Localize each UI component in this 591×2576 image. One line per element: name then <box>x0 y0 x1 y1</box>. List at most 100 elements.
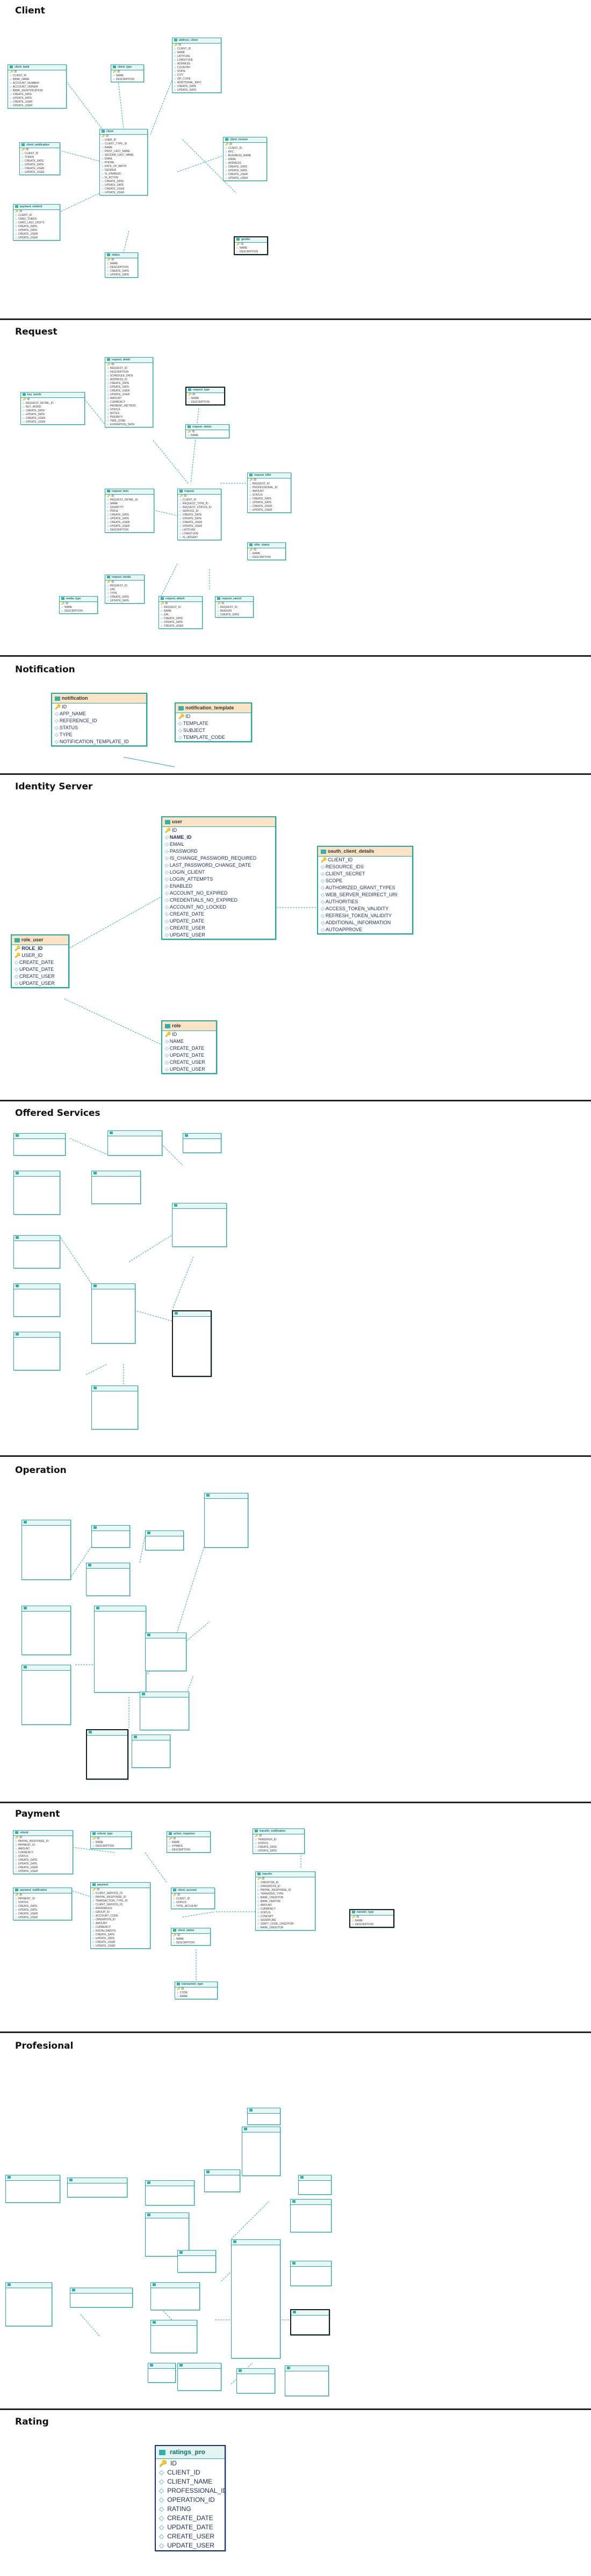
column-icon: ◇ <box>92 1941 95 1944</box>
diagram-table <box>145 2212 189 2256</box>
payment-notification-table: payment_notification 🔑ID ◇PAYMENT_ID ◇ST… <box>13 1888 72 1920</box>
column-icon: ◇ <box>321 920 325 925</box>
table-header: address_client <box>172 38 221 43</box>
diagram-table <box>242 2127 280 2176</box>
diagram-table <box>107 1130 162 1156</box>
column-icon: ◇ <box>257 1926 260 1929</box>
table-field: 🔑ID <box>159 2459 177 2467</box>
table-field: ◇CREATE_USER <box>21 167 45 170</box>
table-field: ◇INSTALLMENTS <box>92 1929 116 1933</box>
table-field: ◇LOGIN_CLIENT <box>165 869 205 875</box>
table-field: ◇REASON <box>217 609 232 613</box>
column-icon: ◇ <box>23 405 25 409</box>
key-icon: 🔑 <box>165 828 171 833</box>
table-field: ◇LOGIN_ATTEMPTS <box>165 876 213 882</box>
table-field: ◇IS_CHANGE_PASSWORD_REQUIRED <box>165 855 257 861</box>
column-icon: ◇ <box>107 498 109 502</box>
table-header: oauth_client_details <box>318 847 412 857</box>
table-icon <box>174 39 177 42</box>
table-icon <box>206 1494 210 1497</box>
column-icon: ◇ <box>102 150 104 153</box>
diagram-table <box>21 1520 71 1580</box>
table-field: 🔑ID <box>236 243 244 246</box>
column-icon: ◇ <box>169 1841 171 1844</box>
column-icon: ◇ <box>113 78 115 81</box>
column-icon: ◇ <box>92 1899 95 1903</box>
key-icon: 🔑 <box>177 1987 181 1991</box>
column-icon: ◇ <box>21 156 24 159</box>
table-header: request_attach <box>159 597 202 602</box>
table-icon <box>179 490 183 493</box>
table-field: ◇UPDATE_DATE <box>15 1909 38 1912</box>
section-divider <box>0 1802 591 1803</box>
key-icon: 🔑 <box>113 70 117 74</box>
column-icon: ◇ <box>255 1849 257 1853</box>
table-field: ◇REQUEST_ID <box>107 584 127 587</box>
table-field: 🔑ID <box>15 1893 23 1897</box>
diagram-table <box>13 1283 60 1317</box>
diagram-table <box>91 1283 135 1344</box>
table-field: ◇CREATE_DATE <box>225 165 248 169</box>
table-field: ◇CONCEPT <box>257 1915 274 1918</box>
diagram-table <box>13 1133 66 1156</box>
table-icon <box>173 1929 176 1932</box>
table-field: ◇DESCRIPTION <box>61 609 83 613</box>
column-icon: ◇ <box>249 552 251 555</box>
table-icon <box>107 358 110 361</box>
table-field: ◇UPDATE_USER <box>165 932 205 938</box>
column-icon: ◇ <box>10 100 12 104</box>
column-icon: ◇ <box>15 1916 17 1919</box>
table-field: ◇PROFESSIONAL_ID <box>159 2487 225 2494</box>
table-field: ◇UPDATE_USER <box>15 1916 38 1919</box>
table-field: ◇EMAIL <box>165 841 184 847</box>
table-field: ◇CREATE_USER <box>92 1941 116 1944</box>
column-icon: ◇ <box>23 413 25 416</box>
column-icon: ◇ <box>179 528 182 532</box>
client-account-table: client_account 🔑ID ◇CLIENT_ID ◇STATUS ◇T… <box>171 1888 215 1909</box>
table-icon <box>178 706 184 710</box>
column-icon: ◇ <box>174 89 176 92</box>
diagram-table <box>91 1385 138 1430</box>
table-field: ◇AUTHORIZED_GRANT_TYPES <box>321 885 395 890</box>
table-field: ◇REQUEST_TYPE_ID <box>179 502 208 505</box>
table-field: ◇UPDATE_DATE <box>15 229 38 232</box>
column-icon: ◇ <box>107 423 109 426</box>
column-icon: ◇ <box>179 513 182 517</box>
table-field: ◇CLIENT_ID <box>21 152 39 155</box>
table-field: 🔑ID <box>178 714 191 719</box>
diagram-table <box>13 1171 60 1215</box>
column-icon: ◇ <box>10 78 12 81</box>
table-field: 🔑ID <box>173 1893 181 1897</box>
diagram-table <box>148 2363 176 2383</box>
column-icon: ◇ <box>92 1903 95 1906</box>
diagram-table <box>150 2282 200 2310</box>
table-field: ◇STATUS <box>107 408 120 411</box>
table-field: ◇UPDATE_DATE <box>161 621 183 624</box>
column-icon: ◇ <box>15 214 17 217</box>
table-field: ◇TRANSFER_ID <box>255 1838 277 1841</box>
table-field: ◇CREATE_USER <box>15 1866 38 1869</box>
table-field: ◇UPDATE_USER <box>107 393 130 396</box>
column-icon: ◇ <box>352 1919 354 1922</box>
column-icon: ◇ <box>173 1938 175 1941</box>
table-field: ◇STATUS <box>249 494 263 497</box>
table-field: ◇UPDATE_USER <box>15 981 55 986</box>
column-icon: ◇ <box>102 142 104 146</box>
table-header <box>92 1526 129 1531</box>
section-title-offered-services: Offered Services <box>15 1108 100 1119</box>
table-field: ◇STATUS <box>15 1855 28 1858</box>
table-header: transfer_notification <box>253 1829 304 1834</box>
diagram-table <box>172 1310 212 1377</box>
column-icon: ◇ <box>179 498 182 502</box>
table-icon <box>217 597 220 600</box>
table-header <box>14 1284 60 1289</box>
table-field: ◇NAME <box>107 502 118 505</box>
table-icon <box>249 2109 253 2112</box>
section-divider <box>0 655 591 657</box>
table-icon <box>177 1983 180 1986</box>
table-header <box>146 2181 194 2186</box>
table-field: ◇CLIENT_TYPE_ID <box>102 142 127 146</box>
column-icon: ◇ <box>107 397 109 400</box>
column-icon: ◇ <box>165 835 169 840</box>
client-bank-table: client_bank 🔑ID ◇CLIENT_ID ◇BANK_NAME ◇A… <box>8 64 67 108</box>
